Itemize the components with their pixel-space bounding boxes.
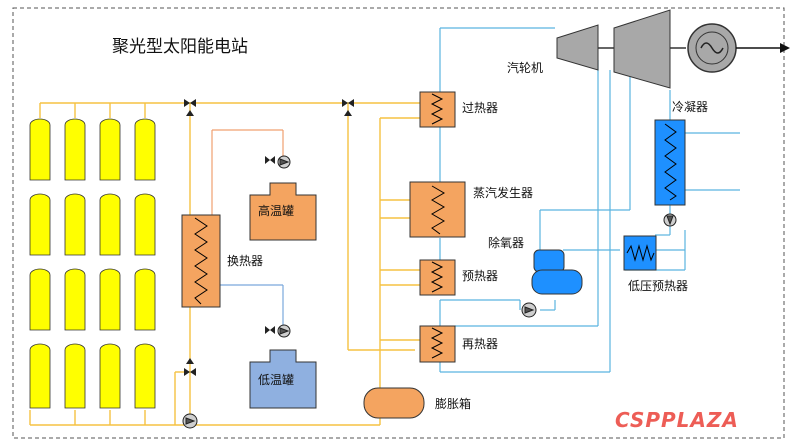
collector xyxy=(29,193,51,256)
hot-tank: 高温罐 xyxy=(249,182,317,241)
collector xyxy=(29,343,51,409)
lp-preheater-label: 低压预热器 xyxy=(628,279,688,293)
oil-loop xyxy=(29,102,420,426)
valve-stem-icon xyxy=(344,110,352,116)
valves xyxy=(184,99,354,376)
deaerator: 除氧器 xyxy=(488,235,583,295)
expansion-tank: 膨胀箱 xyxy=(363,387,471,419)
feed-pump-icon xyxy=(521,302,537,318)
collector xyxy=(99,343,121,409)
collector xyxy=(99,268,121,331)
steam-generator-label: 蒸汽发生器 xyxy=(473,185,533,200)
collector xyxy=(64,343,86,409)
salt-loop xyxy=(211,129,284,215)
collector xyxy=(134,193,156,256)
pumps xyxy=(182,155,677,429)
expansion-tank-label: 膨胀箱 xyxy=(435,396,471,411)
collector xyxy=(64,268,86,331)
condenser-label: 冷凝器 xyxy=(672,99,708,114)
salt-heat-exchanger: 换热器 xyxy=(181,214,263,308)
reheater: 再热器 xyxy=(419,325,498,363)
collector xyxy=(99,118,121,181)
watermark: CSPPLAZA xyxy=(615,408,739,432)
plant-title: 聚光型太阳能电站 xyxy=(112,37,248,57)
collector xyxy=(134,268,156,331)
collector xyxy=(134,343,156,409)
collector xyxy=(99,193,121,256)
heat-exchanger-label: 换热器 xyxy=(227,254,263,268)
superheater-label: 过热器 xyxy=(462,101,498,115)
valve-stem-icon xyxy=(186,110,194,116)
preheater: 预热器 xyxy=(419,259,498,296)
turbine-label: 汽轮机 xyxy=(507,60,543,75)
water-steam-loop xyxy=(439,27,740,373)
plant-boundary xyxy=(12,7,785,439)
condenser: 冷凝器 xyxy=(654,99,708,206)
deaerator-label: 除氧器 xyxy=(488,235,524,250)
valve-stem-icon xyxy=(186,358,194,364)
oil-pump-icon xyxy=(182,413,198,429)
generator xyxy=(687,23,790,73)
cold-salt-pump-icon xyxy=(277,324,291,338)
superheater: 过热器 xyxy=(419,91,498,128)
cold-tank: 低温罐 xyxy=(249,349,317,409)
reheater-label: 再热器 xyxy=(462,337,498,351)
valve-icon xyxy=(184,368,196,376)
turbine: 汽轮机 xyxy=(507,9,686,89)
collector xyxy=(64,118,86,181)
watermark-text: CSPPLAZA xyxy=(615,408,739,432)
solar-collector-field xyxy=(29,118,156,409)
valve-icon xyxy=(265,156,275,164)
collector xyxy=(134,118,156,181)
arrow-right-icon xyxy=(780,43,790,53)
collector xyxy=(64,193,86,256)
condensate-pump-icon xyxy=(663,213,677,227)
cold-salt-loop xyxy=(211,284,284,330)
preheater-label: 预热器 xyxy=(462,269,498,283)
lp-preheater: 低压预热器 xyxy=(623,235,688,293)
collector xyxy=(29,118,51,181)
hot-tank-label: 高温罐 xyxy=(258,203,294,218)
collector xyxy=(29,268,51,331)
valve-icon xyxy=(265,326,275,334)
hot-salt-pump-icon xyxy=(277,155,291,169)
steam-generator: 蒸汽发生器 xyxy=(409,181,533,238)
valve-icon xyxy=(184,99,196,107)
valve-icon xyxy=(342,99,354,107)
cold-tank-label: 低温罐 xyxy=(258,373,294,387)
